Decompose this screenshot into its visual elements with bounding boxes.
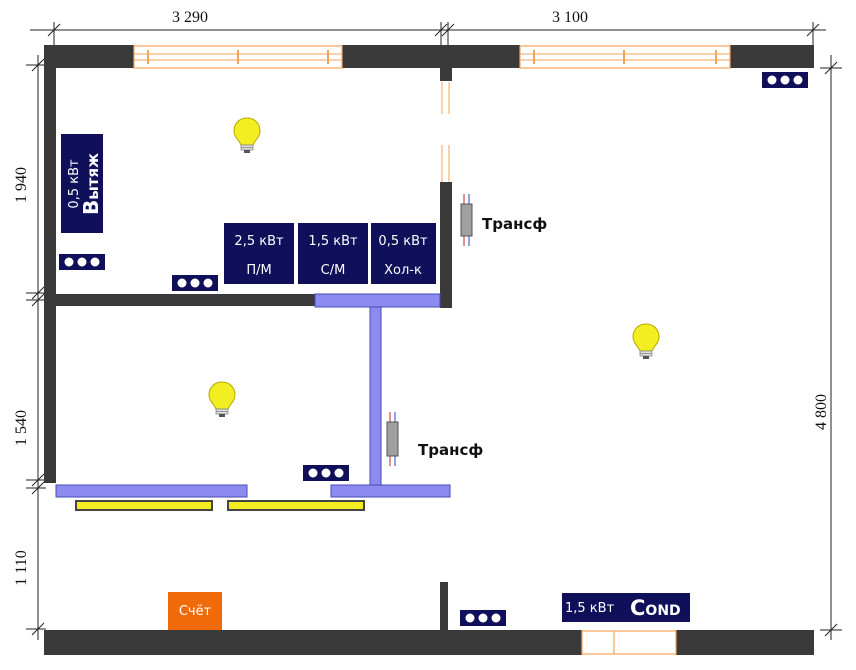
window-left — [133, 45, 343, 69]
meter: Счёт — [168, 592, 222, 630]
dim-top-left: 3 290 — [172, 9, 208, 26]
meter-label: Счёт — [179, 604, 212, 619]
dishwasher-name: П/М — [246, 263, 271, 278]
vent-power: 0,5 кВт — [67, 159, 82, 209]
wall-bottom-left — [44, 630, 582, 655]
walls — [44, 45, 814, 655]
wall-partition — [440, 182, 452, 308]
vent-label: 0,5 кВт Вытяж — [61, 134, 103, 233]
dishwasher-label: 2,5 кВт П/М — [224, 223, 294, 284]
wall-top-middle — [342, 45, 520, 68]
transformer-label-upper: Трансф — [482, 215, 547, 233]
dim-left-lower: 1 110 — [13, 550, 30, 585]
led-strip-right — [227, 500, 365, 511]
lightbulb-icon — [208, 381, 236, 418]
socket-icon — [762, 72, 808, 88]
lightbulb-icon — [632, 323, 660, 360]
fridge-label: 0,5 кВт Хол-к — [371, 223, 436, 284]
wall-bottom-right — [676, 630, 814, 655]
dim-right-total: 4 800 — [813, 394, 830, 430]
sockets — [59, 72, 808, 626]
fridge-name: Хол-к — [384, 263, 422, 278]
led-strips — [75, 500, 365, 511]
wall-top-right — [730, 45, 814, 68]
pipe-bottom-right — [330, 484, 451, 498]
vent-name: Вытяж — [79, 153, 103, 215]
wall-middle-horizontal — [56, 294, 318, 306]
pipes — [55, 293, 451, 498]
wall-bottom-stub — [440, 582, 448, 630]
fridge-power: 0,5 кВт — [378, 234, 428, 249]
door-opening-bottom — [581, 630, 677, 655]
socket-icon — [172, 275, 218, 291]
wall-partition-stub — [440, 68, 452, 81]
dimension-lines — [26, 22, 842, 640]
windows — [133, 45, 731, 655]
washer-name: С/М — [321, 263, 346, 278]
transformer-upper — [460, 194, 473, 246]
transformer-icon — [460, 203, 473, 237]
cond-label: 1,5 кВт COND — [562, 593, 690, 622]
pipe-top — [314, 293, 441, 308]
washer-power: 1,5 кВт — [308, 234, 358, 249]
led-strip-left — [75, 500, 213, 511]
dim-left-middle: 1 540 — [13, 410, 30, 446]
lightbulb-icon — [233, 117, 261, 154]
pipe-vertical — [369, 306, 382, 488]
washer-label: 1,5 кВт С/М — [298, 223, 368, 284]
socket-icon — [303, 465, 349, 481]
transformer-icon — [386, 421, 399, 457]
wall-top-left — [44, 45, 134, 68]
cond-power: 1,5 кВт — [565, 601, 615, 616]
wall-left — [44, 45, 56, 483]
pipe-bottom-left — [55, 484, 248, 498]
cond-name: COND — [630, 596, 681, 620]
dim-left-upper: 1 940 — [13, 167, 30, 203]
dim-top-right: 3 100 — [552, 9, 588, 26]
transformer-label-lower: Трансф — [418, 441, 483, 459]
window-right — [519, 45, 731, 69]
socket-icon — [59, 254, 105, 270]
dishwasher-power: 2,5 кВт — [234, 234, 284, 249]
transformer-lower — [386, 412, 399, 466]
socket-icon — [460, 610, 506, 626]
door-opening-partition — [441, 82, 450, 182]
